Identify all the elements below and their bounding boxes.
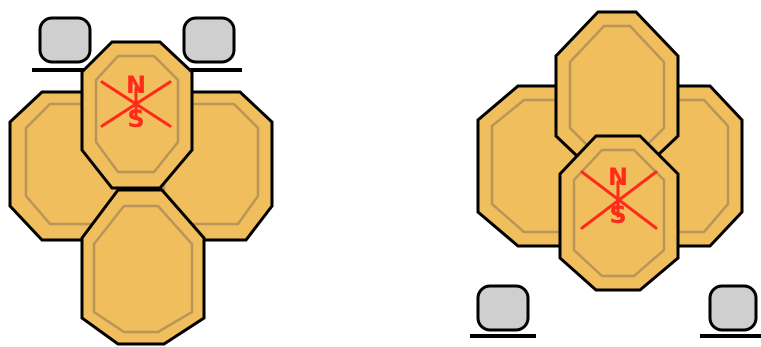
hex-tile-marked: N S	[560, 136, 678, 290]
north-letter: N	[126, 71, 146, 99]
rock-piece	[700, 286, 761, 336]
rock-piece	[176, 18, 242, 70]
right-cluster: N S	[470, 12, 761, 336]
hex-tile-marked: N S	[82, 42, 192, 188]
left-cluster: N S	[10, 18, 272, 344]
north-letter: N	[608, 163, 628, 191]
rock-piece	[470, 286, 536, 336]
rock-piece	[32, 18, 98, 70]
south-letter: S	[609, 201, 626, 229]
south-letter: S	[127, 105, 144, 133]
